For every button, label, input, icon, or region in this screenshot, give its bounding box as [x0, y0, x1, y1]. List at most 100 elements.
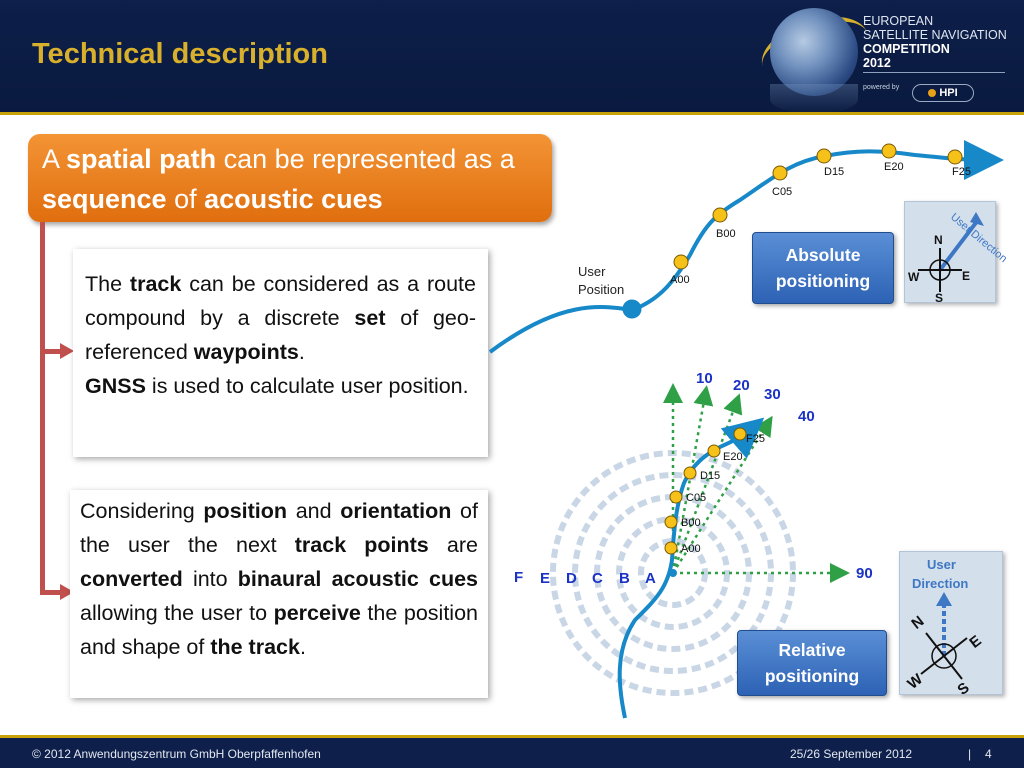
- waypoint-marker: [816, 148, 832, 164]
- waypoint-marker: [881, 143, 897, 159]
- bracket-branch-2: [40, 590, 62, 595]
- compass-east: E: [962, 269, 970, 283]
- globe-reflection: [770, 84, 858, 114]
- body-text: of geo-referenced: [85, 306, 476, 364]
- body-bold: the track: [210, 635, 300, 659]
- logo-line-4: 2012: [863, 56, 891, 70]
- body-bold: track: [129, 272, 182, 296]
- waypoint-marker: [673, 254, 689, 270]
- partner-logo: HPI: [912, 84, 974, 102]
- waypoint-label: E20: [723, 451, 743, 463]
- ring-letter: F: [514, 569, 523, 586]
- ring-letter: B: [619, 570, 630, 587]
- compass-west: W: [908, 270, 920, 284]
- partner-logo-icon: [928, 89, 937, 97]
- compass-north: N: [908, 613, 927, 633]
- user-position-label-1: User: [578, 264, 606, 279]
- callout-bold: acoustic cues: [204, 184, 383, 214]
- body-bold: waypoints: [193, 340, 299, 364]
- waypoint-marker: [707, 444, 721, 458]
- angle-label: 20: [733, 377, 750, 394]
- header-divider: [0, 112, 1024, 115]
- waypoint-marker: [947, 149, 963, 165]
- waypoint-label: B00: [681, 517, 701, 529]
- body-bold: orientation: [340, 499, 452, 523]
- waypoint-label: C05: [772, 186, 792, 198]
- slide-title: Technical description: [32, 38, 328, 70]
- track-path-absolute: [488, 139, 1004, 354]
- powered-by-text: powered by: [863, 84, 900, 91]
- body-text: and: [287, 499, 341, 523]
- compass-west: W: [904, 670, 926, 693]
- angle-label: 30: [764, 386, 781, 403]
- waypoint-marker: [712, 207, 728, 223]
- waypoint-marker: [683, 466, 697, 480]
- logo-line-2: SATELLITE NAVIGATION: [863, 28, 1007, 42]
- waypoint-label: A00: [681, 543, 701, 555]
- absolute-positioning-label: Absolute positioning: [752, 232, 894, 304]
- footer-bar: [0, 738, 1024, 768]
- user-position-label-2: Position: [578, 282, 624, 297]
- user-direction-arrowhead-icon: [936, 592, 952, 606]
- body-text: .: [298, 340, 305, 364]
- body-text: Considering: [80, 499, 204, 523]
- waypoint-label: F25: [952, 166, 971, 178]
- waypoint-label: C05: [686, 492, 706, 504]
- angle-label: 10: [696, 370, 713, 387]
- footer-separator: |: [968, 747, 972, 761]
- absolute-compass-card: [904, 201, 996, 303]
- body-bold: binaural acoustic cues: [237, 567, 478, 591]
- callout-text: can be represented as a: [216, 144, 515, 174]
- compass-icon: [931, 643, 957, 669]
- body-text: into: [182, 567, 238, 591]
- callout-bold: spatial path: [66, 144, 217, 174]
- body-text: can be considered as a route compound by…: [85, 272, 476, 330]
- compass-ew-line: [920, 637, 968, 675]
- footer-date: 25/26 September 2012: [790, 747, 913, 761]
- competition-logo: EUROPEAN SATELLITE NAVIGATION COMPETITIO…: [863, 14, 1007, 70]
- callout-text: A: [42, 144, 67, 174]
- body-text: the position and shape of: [80, 601, 478, 659]
- ring-letter: C: [592, 570, 603, 587]
- track-description-box: The track can be considered as a route c…: [73, 249, 488, 457]
- callout-bold: sequence: [42, 184, 167, 214]
- waypoint-marker: [664, 541, 678, 555]
- logo-line-1: EUROPEAN: [863, 14, 934, 28]
- compass-south: S: [954, 679, 972, 699]
- compass-east: E: [966, 632, 984, 652]
- ring-letter: D: [566, 570, 577, 587]
- waypoint-label: D15: [700, 470, 720, 482]
- waypoint-label: B00: [716, 228, 736, 240]
- relative-compass-card: [899, 551, 1003, 695]
- footer-divider: [0, 735, 1024, 738]
- position-description-box: Considering position and orientation of …: [70, 490, 488, 698]
- waypoint-marker: [772, 165, 788, 181]
- waypoint-label: A00: [670, 274, 690, 286]
- body-text: allowing the user to: [80, 601, 274, 625]
- user-center-marker: [669, 569, 677, 577]
- callout-box: A spatial path can be represented as a s…: [28, 134, 552, 222]
- body-text: are: [428, 533, 478, 557]
- user-position-marker: [622, 299, 642, 319]
- logo-line-3: COMPETITION: [863, 42, 950, 56]
- body-bold: position: [203, 499, 288, 523]
- ring-letter: E: [540, 570, 550, 587]
- user-direction-label-1: User: [927, 557, 956, 572]
- body-text: The: [85, 272, 130, 296]
- ring-letter: A: [645, 570, 656, 587]
- logo-divider: [863, 72, 1005, 73]
- waypoint-marker: [669, 490, 683, 504]
- waypoint-label: E20: [884, 161, 904, 173]
- globe-icon: [770, 8, 858, 96]
- partner-name: HPI: [939, 87, 958, 99]
- waypoint-label: D15: [824, 166, 844, 178]
- body-bold: track points: [294, 533, 429, 557]
- body-bold: converted: [80, 567, 183, 591]
- bracket-branch-1: [40, 349, 62, 354]
- bracket-line: [40, 222, 45, 594]
- body-bold: perceive: [273, 601, 361, 625]
- body-bold: GNSS: [85, 374, 146, 398]
- footer-copyright: © 2012 Anwendungszentrum GmbH Oberpfaffe…: [32, 747, 321, 761]
- page-number: 4: [985, 747, 992, 761]
